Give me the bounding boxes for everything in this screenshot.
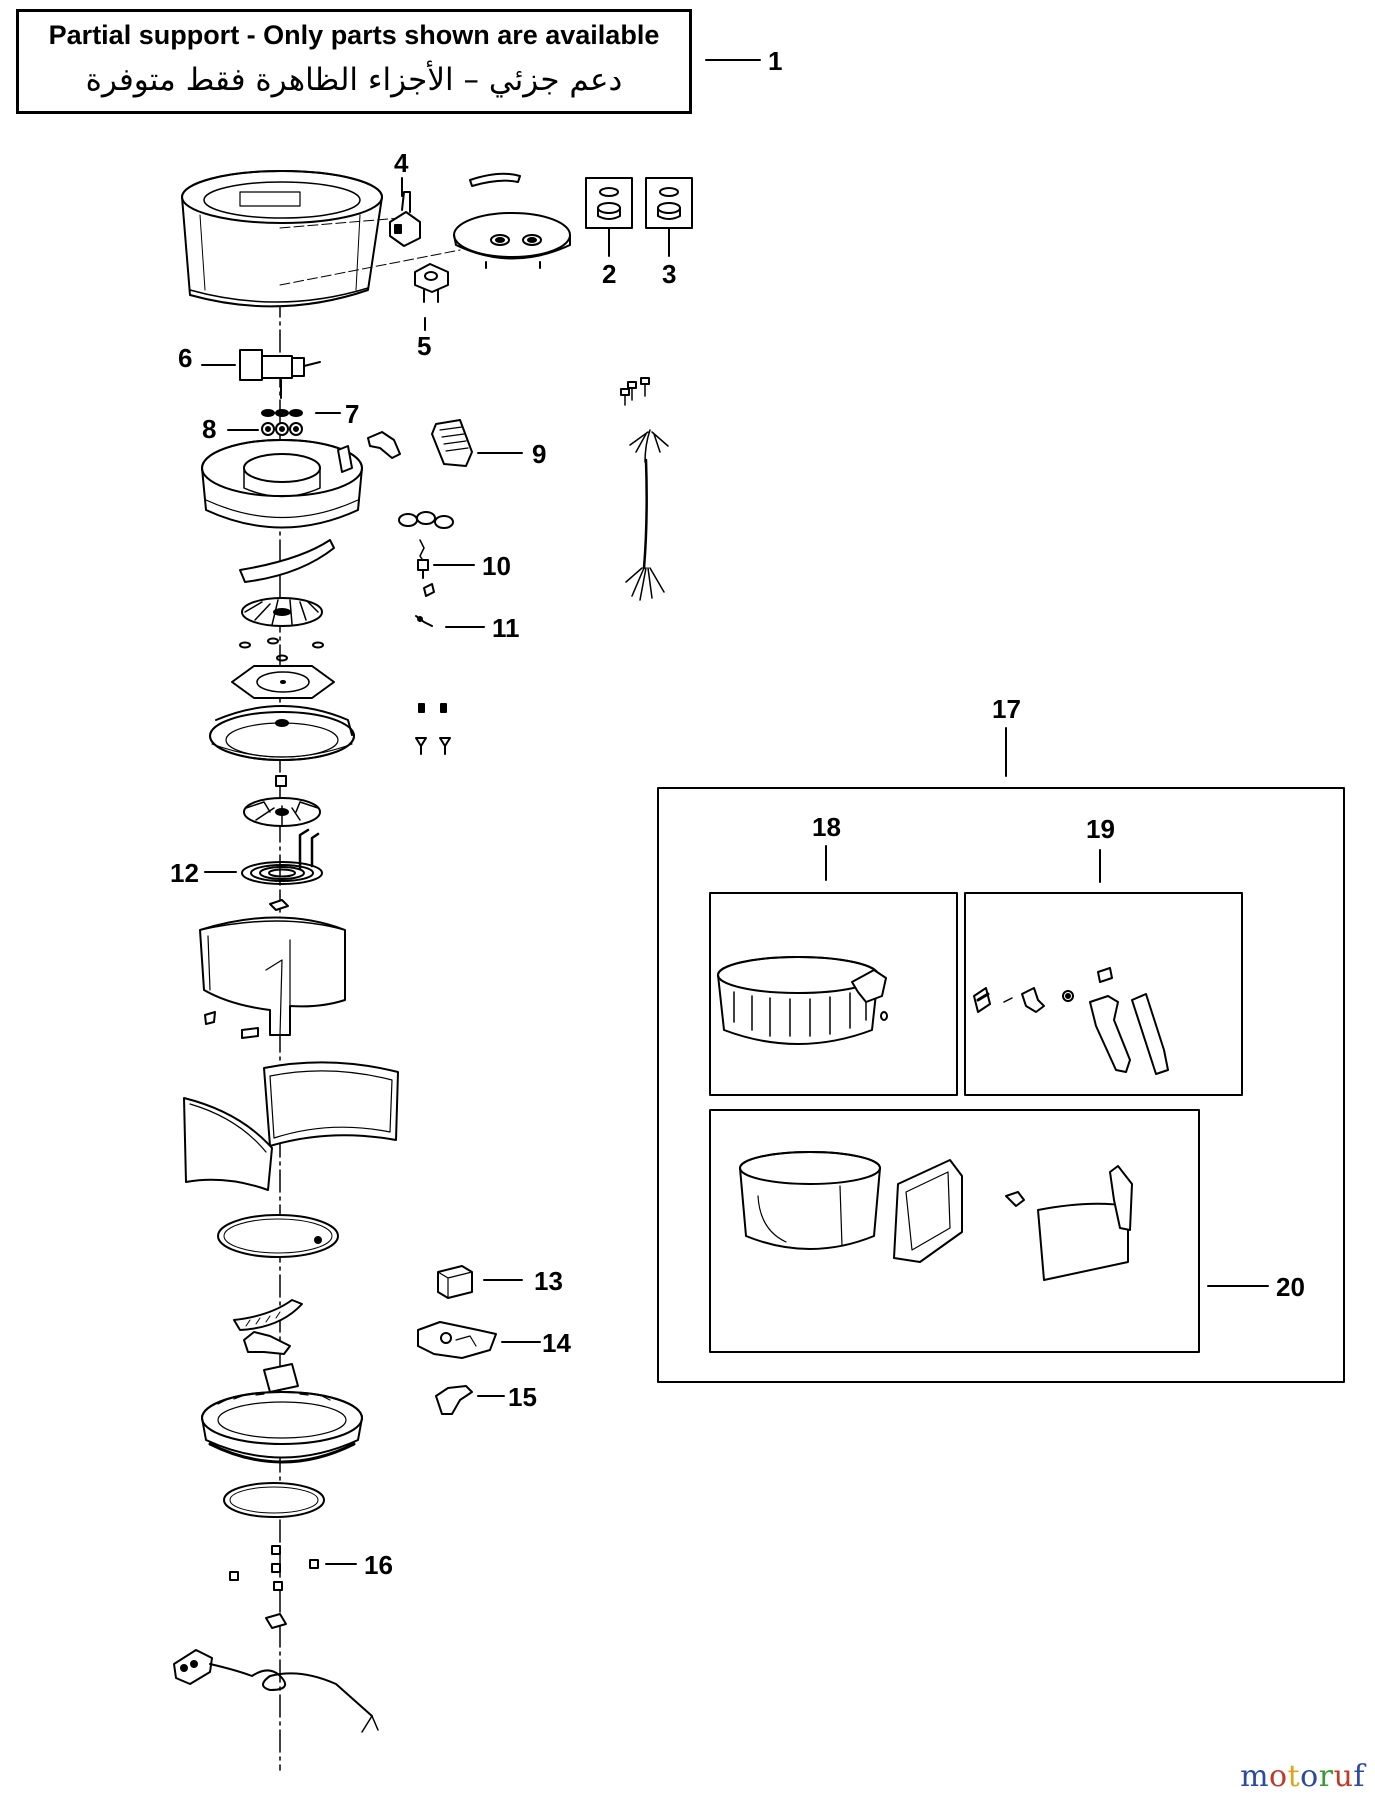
callout-label-4: 4 — [394, 148, 409, 178]
notice-arabic-text: دعم جزئي – الأجزاء الظاهرة فقط متوفرة — [85, 62, 623, 98]
handle-kit-part-19[interactable] — [973, 967, 1169, 1075]
spacer-washers — [239, 637, 324, 662]
power-cord[interactable] — [173, 1649, 379, 1733]
callout-label-9: 9 — [532, 439, 546, 469]
screws-small — [620, 377, 650, 406]
wiring-channel[interactable] — [239, 539, 335, 583]
knob-part-3[interactable]: 3 — [645, 177, 693, 289]
callout-label-18: 18 — [812, 812, 841, 842]
callout-label-12: 12 — [170, 858, 199, 888]
callout-19[interactable]: 19 — [1086, 814, 1115, 883]
front-panel-left[interactable] — [183, 1097, 273, 1191]
control-module-part-13[interactable]: 13 — [437, 1265, 563, 1299]
callout-label-8: 8 — [202, 414, 216, 444]
callout-20[interactable]: 20 — [1207, 1272, 1305, 1302]
bottom-plate[interactable] — [217, 1214, 339, 1258]
switch-part-4[interactable]: 4 — [389, 148, 421, 247]
watermark-letter: f — [1353, 1759, 1365, 1794]
fan-motor-part-6[interactable]: 6 — [178, 343, 321, 399]
motoruf-watermark: motoruf — [1240, 1759, 1365, 1794]
connector-clips — [398, 511, 454, 529]
drawer-box-20[interactable] — [709, 1109, 1200, 1353]
callout-label-6: 6 — [178, 343, 192, 373]
watermark-letter: u — [1333, 1759, 1354, 1794]
circulating-fan[interactable] — [243, 775, 321, 827]
washer-part-7[interactable]: 7 — [261, 399, 359, 429]
element-clip — [269, 899, 289, 911]
callout-1[interactable]: 1 — [705, 46, 782, 76]
knob-part-2[interactable]: 2 — [585, 177, 633, 289]
callout-label-10: 10 — [482, 551, 511, 581]
latch-bracket-part-14[interactable]: 14 — [417, 1321, 571, 1359]
watermark-letter: o — [1269, 1759, 1288, 1794]
clip-part-15[interactable]: 15 — [435, 1382, 537, 1415]
handle-kit-box-19[interactable] — [964, 892, 1243, 1096]
callout-label-15: 15 — [508, 1382, 537, 1412]
wire-basket-box-18[interactable] — [709, 892, 958, 1096]
base-housing[interactable] — [201, 1391, 363, 1464]
callout-label-1: 1 — [768, 46, 782, 76]
wire-harness[interactable] — [625, 429, 669, 601]
rear-housing[interactable] — [199, 916, 346, 1039]
heat-shield-dome[interactable] — [209, 705, 355, 761]
upper-housing[interactable] — [201, 439, 363, 529]
watermark-letter: m — [1240, 1759, 1270, 1794]
callout-label-2: 2 — [602, 259, 616, 289]
callout-label-5: 5 — [417, 331, 431, 361]
notice-english-text: Partial support - Only parts shown are a… — [48, 20, 660, 50]
feet-part-16[interactable]: 16 — [229, 1545, 393, 1629]
heating-element-part-12[interactable]: 12 — [170, 828, 323, 888]
sensor-part-11[interactable]: 11 — [415, 613, 520, 643]
callout-label-20: 20 — [1276, 1272, 1305, 1302]
callout-label-3: 3 — [662, 259, 676, 289]
vent-grill-part-9[interactable]: 9 — [367, 419, 546, 469]
callout-label-17: 17 — [992, 694, 1021, 724]
control-panel-disc[interactable] — [453, 212, 571, 269]
drawer-part-20[interactable] — [739, 1151, 1133, 1281]
callout-label-13: 13 — [534, 1266, 563, 1296]
partial-support-notice: Partial support - Only parts shown are a… — [16, 9, 692, 114]
basket-assembly-box-17[interactable] — [657, 787, 1345, 1383]
callout-label-7: 7 — [345, 399, 359, 429]
nut-part-8[interactable]: 8 — [202, 414, 303, 444]
callout-18[interactable]: 18 — [812, 812, 841, 881]
cooling-fan-blade[interactable] — [241, 597, 323, 627]
wire-basket-part-18[interactable] — [717, 956, 888, 1045]
callout-label-16: 16 — [364, 1550, 393, 1580]
latch-small[interactable] — [243, 1331, 291, 1355]
watermark-letter: r — [1318, 1759, 1334, 1794]
callout-label-19: 19 — [1086, 814, 1115, 844]
callout-17[interactable]: 17 — [992, 694, 1021, 777]
handle-trim[interactable] — [233, 1299, 303, 1331]
pcb-plate[interactable] — [263, 1363, 299, 1393]
callout-label-11: 11 — [492, 613, 520, 643]
thermostat-part-5[interactable]: 5 — [414, 263, 449, 361]
display-window-strip[interactable] — [469, 172, 521, 187]
mounting-screws — [415, 703, 451, 755]
gasket-ring[interactable] — [223, 1482, 325, 1518]
reflector-plate[interactable] — [231, 665, 335, 699]
front-panel-right[interactable] — [263, 1061, 399, 1147]
top-lid-housing[interactable] — [181, 170, 383, 308]
thermal-fuse-part-10[interactable]: 10 — [417, 539, 511, 597]
watermark-letter: t — [1287, 1759, 1301, 1794]
watermark-letter: o — [1300, 1759, 1319, 1794]
callout-label-14: 14 — [542, 1328, 571, 1358]
